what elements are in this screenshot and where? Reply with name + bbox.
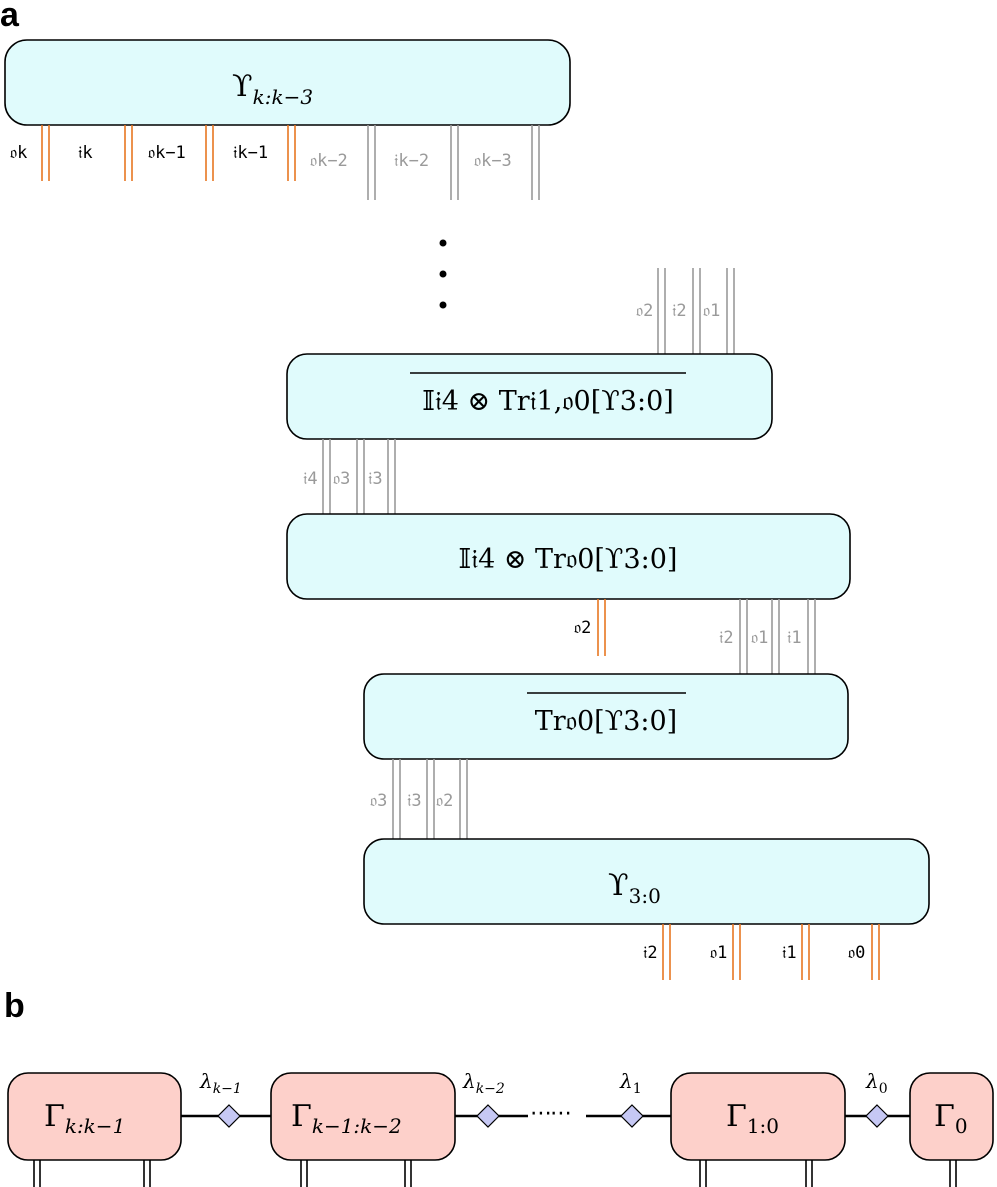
leg-label: 𝔦1	[787, 628, 802, 648]
leg-label: 𝔦k	[78, 143, 93, 163]
leg-label: 𝔦2	[672, 301, 687, 321]
tensor-gamma-k-1: Γk−1:k−2	[270, 1072, 456, 1161]
box4: Tr𝔬0[ϒ3:0]	[363, 673, 849, 760]
panel-label-a: a	[0, 0, 20, 34]
box3-active-leg: 𝔬2	[574, 599, 606, 656]
box3-label: 𝕀𝔦4 ⊗ Tr𝔬0[ϒ3:0]	[459, 544, 678, 575]
panel-label-b: b	[4, 987, 25, 1025]
leg-label: 𝔬k−2	[310, 151, 348, 171]
tensor-label: Γk−1:k−2	[291, 1099, 402, 1138]
box4-label: Tr𝔬0[ϒ3:0]	[535, 706, 677, 737]
tensor-gamma-1: Γ1:0	[670, 1072, 846, 1161]
leg-label: 𝔬2	[574, 618, 591, 638]
leg-label: 𝔦3	[407, 791, 422, 811]
box4-bottom-legs: 𝔬3 𝔦3 𝔬2	[370, 759, 468, 839]
tensor-gamma-0: Γ0	[909, 1072, 994, 1161]
leg-label: 𝔬1	[710, 943, 727, 963]
box5-bottom-legs: 𝔦2 𝔬1 𝔦1 𝔬0	[643, 924, 880, 980]
lambda-diamond	[476, 1104, 500, 1128]
top-box-label: ϒk:k−3	[232, 69, 313, 109]
box5-label: ϒ3:0	[608, 868, 661, 908]
bond-ellipsis: ⋯⋯	[530, 1101, 570, 1126]
bond-label: λ1	[619, 1069, 642, 1097]
tensor-label: Γ0	[934, 1099, 968, 1138]
leg-label: 𝔦2	[643, 943, 658, 963]
box2-bottom-legs: 𝔦4 𝔬3 𝔦3	[303, 439, 396, 514]
leg-label: 𝔦k−1	[233, 143, 268, 163]
top-box-leg-labels: 𝔬k 𝔦k 𝔬k−1 𝔦k−1 𝔬k−2 𝔦k−2 𝔬k−3	[10, 143, 512, 171]
top-process-box: ϒk:k−3	[4, 39, 571, 126]
leg-label: 𝔬k−3	[474, 151, 512, 171]
leg-label: 𝔦4	[303, 469, 318, 489]
box5: ϒ3:0	[363, 838, 930, 925]
lambda-diamond	[620, 1104, 644, 1128]
box2-label: 𝕀𝔦4 ⊗ Tr𝔦1,𝔬0[ϒ3:0]	[422, 386, 674, 417]
vertical-ellipsis	[439, 239, 447, 309]
bond-labels: λk−1 λk−2 λ1 λ0	[199, 1069, 888, 1097]
leg-label: 𝔬2	[636, 301, 653, 321]
leg-label: 𝔦k−2	[394, 151, 429, 171]
leg-label: 𝔦3	[368, 469, 383, 489]
tensor-physical-legs	[33, 1160, 957, 1187]
lambda-diamond	[865, 1104, 889, 1128]
box2: 𝕀𝔦4 ⊗ Tr𝔦1,𝔬0[ϒ3:0]	[286, 353, 773, 440]
active-wires	[41, 125, 296, 181]
leg-label: 𝔬1	[703, 301, 720, 321]
tensor-gamma-k: Γk:k−1	[7, 1072, 182, 1161]
tensor-label: Γ1:0	[726, 1099, 779, 1138]
box3-bottom-legs: 𝔦2 𝔬1 𝔦1	[719, 599, 816, 674]
lambda-diamond	[217, 1104, 241, 1128]
leg-label: 𝔦1	[782, 943, 797, 963]
inactive-wires	[367, 125, 540, 200]
bond-diamonds	[217, 1104, 889, 1128]
leg-label: 𝔬3	[333, 469, 350, 489]
leg-label: 𝔬0	[848, 943, 865, 963]
tensor-label: Γk:k−1	[44, 1099, 125, 1138]
bond-label: λk−1	[199, 1069, 242, 1097]
box2-top-legs: 𝔬2 𝔦2 𝔬1	[636, 268, 735, 354]
bond-label: λk−2	[462, 1069, 505, 1097]
leg-label: 𝔬k	[10, 143, 27, 163]
leg-label: 𝔬1	[751, 628, 768, 648]
leg-label: 𝔬2	[436, 791, 453, 811]
leg-label: 𝔦2	[719, 628, 734, 648]
bond-label: λ0	[865, 1069, 888, 1097]
leg-label: 𝔬3	[370, 791, 387, 811]
top-box-legs	[41, 125, 540, 200]
leg-label: 𝔬k−1	[148, 143, 186, 163]
box3: 𝕀𝔦4 ⊗ Tr𝔬0[ϒ3:0]	[286, 513, 851, 600]
